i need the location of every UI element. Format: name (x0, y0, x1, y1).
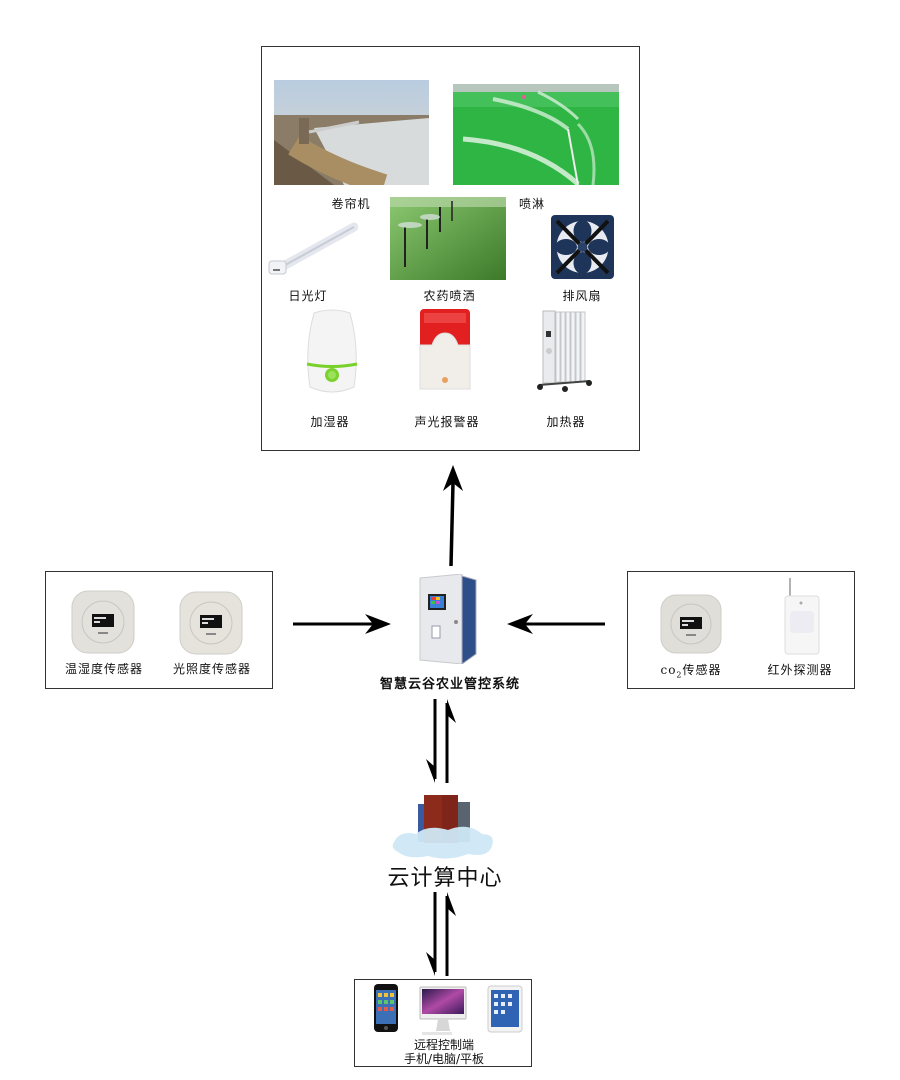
sensor-label-temp-humidity: 温湿度传感器 (64, 662, 143, 676)
arrow-left-sensors-to-controller (293, 614, 391, 634)
bidirectional-arrow-cloud-remote (426, 892, 456, 976)
actuator-label-lamp: 日光灯 (288, 289, 328, 303)
light-intensity-sensor-image (179, 591, 243, 655)
curtain-roller-photo (274, 80, 429, 185)
bidirectional-arrow-controller-cloud (426, 699, 456, 783)
sprinkler-photo (453, 84, 619, 185)
actuator-label-fan: 排风扇 (562, 289, 602, 303)
fluorescent-lamp-image (266, 217, 358, 279)
desktop-computer-image (418, 985, 468, 1037)
humidifier-image (302, 309, 362, 395)
remote-label-line1: 远程控制端 (413, 1038, 474, 1052)
remote-terminals-panel: 远程控制端 手机/电脑/平板 (354, 979, 532, 1067)
remote-label-line2: 手机/电脑/平板 (403, 1052, 485, 1066)
co2-subscript: 2 (676, 670, 683, 680)
right-sensors-panel: co2传感器 红外探测器 (627, 571, 855, 689)
actuator-label-humidifier: 加湿器 (310, 415, 350, 429)
co2-suffix: 传感器 (682, 663, 722, 677)
exhaust-fan-image (551, 215, 614, 279)
oil-heater-image (537, 309, 592, 393)
infrared-detector-image (783, 576, 823, 656)
cloud-computing-label: 云计算中心 (387, 866, 503, 891)
arrow-right-sensors-to-controller (507, 614, 605, 634)
sensor-label-light: 光照度传感器 (172, 662, 251, 676)
control-cabinet-image (418, 574, 480, 664)
actuator-label-pesticide: 农药喷洒 (423, 289, 476, 303)
cloud-computing-image (388, 790, 498, 862)
temp-humidity-sensor-image (71, 590, 135, 654)
pesticide-spraying-photo (390, 197, 506, 280)
sensor-label-infrared: 红外探测器 (767, 663, 833, 677)
actuator-label-sprinkler: 喷淋 (518, 197, 545, 211)
arrow-up-to-actuators (443, 465, 463, 567)
actuators-panel: 卷帘机 喷淋 (261, 46, 640, 451)
actuator-label-alarm: 声光报警器 (414, 415, 480, 429)
co2-sensor-image (660, 594, 722, 654)
co2-prefix: co (660, 663, 677, 677)
tablet-image (487, 985, 523, 1033)
controller-label: 智慧云谷农业管控系统 (379, 677, 520, 692)
left-sensors-panel: 温湿度传感器 光照度传感器 (45, 571, 273, 689)
smartphone-image (373, 983, 399, 1033)
sound-light-alarm-image (418, 307, 472, 391)
sensor-label-co2: co2传感器 (656, 661, 726, 679)
actuator-label-curtain: 卷帘机 (331, 197, 371, 211)
actuator-label-heater: 加热器 (546, 415, 586, 429)
